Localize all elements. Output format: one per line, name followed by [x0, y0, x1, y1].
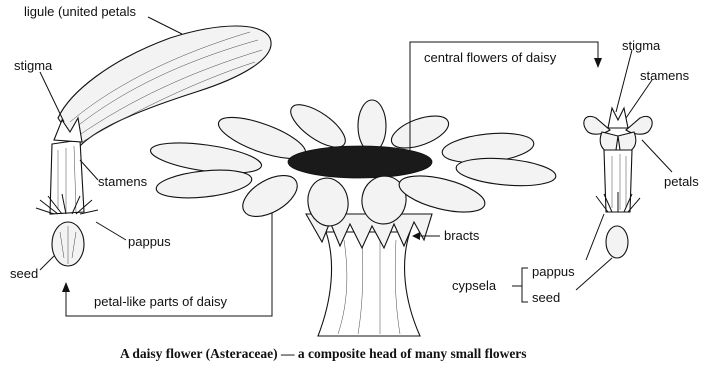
label-petals: petals [664, 174, 699, 189]
figure-caption: A daisy flower (Asteraceae) — a composit… [120, 346, 527, 361]
stalk [318, 232, 420, 336]
label-petal-like: petal-like parts of daisy [94, 294, 227, 309]
label-stamens-left: stamens [98, 174, 148, 189]
label-pappus-left: pappus [128, 234, 171, 249]
label-pappus-right: pappus [532, 264, 575, 279]
label-cypsela: cypsela [452, 278, 497, 293]
label-stamens-right: stamens [640, 68, 690, 83]
label-seed-left: seed [10, 266, 38, 281]
label-ligule: ligule (united petals [24, 4, 137, 19]
label-seed-right: seed [532, 290, 560, 305]
floret-tube [50, 140, 84, 214]
disc-seed [606, 226, 628, 258]
ray-floret [36, 26, 271, 266]
label-stigma-left: stigma [14, 58, 53, 73]
central-disc [288, 146, 432, 178]
label-bracts: bracts [444, 228, 480, 243]
label-central-flowers: central flowers of daisy [424, 50, 557, 65]
disc-floret [584, 108, 652, 258]
label-stigma-right: stigma [622, 38, 661, 53]
